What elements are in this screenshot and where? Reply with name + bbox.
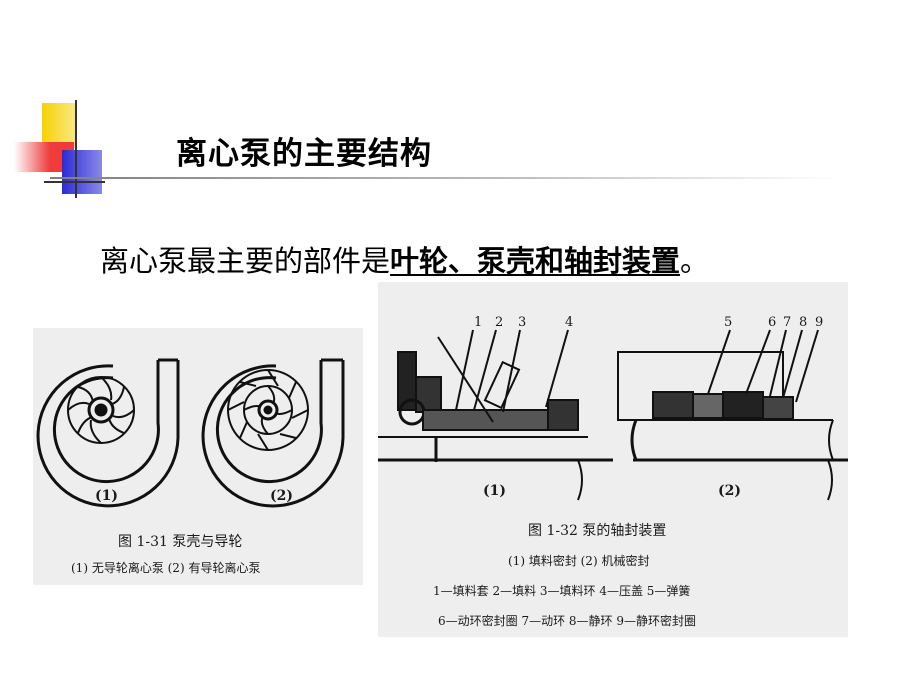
subtitle-emphasis: 叶轮、泵壳和轴封装置 (390, 244, 681, 278)
sub-label-1: (1) (95, 488, 118, 504)
part-number-9: 9 (815, 315, 823, 330)
mechanical-seal-drawing (617, 329, 848, 501)
figure-1-32-caption: 图 1-32 泵的轴封装置 (528, 523, 666, 539)
figure-1-32-legend-1: (1) 填料密封 (2) 机械密封 (508, 553, 649, 568)
figure-1-32-legend-3: 6—动环密封圈 7—动环 8—静环 9—静环密封圈 (438, 613, 696, 628)
figure-shaft-seal: 1 2 3 4 5 6 7 8 9 (378, 282, 848, 637)
part-number-4: 4 (565, 315, 573, 330)
part-number-5: 5 (724, 315, 732, 330)
sub-label-2: (2) (270, 488, 293, 504)
slide-subtitle: 离心泵最主要的部件是叶轮、泵壳和轴封装置。 (100, 238, 709, 280)
corner-decoration (14, 100, 105, 198)
part-number-1: 1 (474, 315, 482, 330)
slide-title: 离心泵的主要结构 (176, 136, 432, 172)
volute-without-guide-vane (36, 358, 180, 508)
volute-with-guide-vane (201, 358, 345, 508)
subtitle-end: 。 (680, 244, 710, 278)
title-rule (50, 177, 840, 179)
part-number-labels: 1 2 3 4 5 6 7 8 9 (474, 315, 823, 330)
subtitle-text: 离心泵最主要的部件是 (100, 244, 391, 278)
seal-sub-label-1: (1) (483, 483, 506, 499)
part-number-2: 2 (495, 315, 503, 330)
figure-1-31-legend: (1) 无导轮离心泵 (2) 有导轮离心泵 (71, 560, 260, 575)
part-number-8: 8 (799, 315, 807, 330)
part-number-3: 3 (518, 315, 526, 330)
seal-sub-label-2: (2) (718, 483, 741, 499)
figure-pump-casing: (1) (2) 图 1-31 泵壳与导轮 (1) 无导轮离心泵 (2) 有导轮离… (33, 328, 363, 585)
part-number-6: 6 (768, 315, 776, 330)
shaft-seal-drawing: 1 2 3 4 5 6 7 8 9 (378, 315, 848, 628)
part-number-7: 7 (783, 315, 791, 330)
figure-1-31-caption: 图 1-31 泵壳与导轮 (118, 533, 242, 550)
pump-casing-drawing: (1) (2) 图 1-31 泵壳与导轮 (1) 无导轮离心泵 (2) 有导轮离… (36, 358, 345, 575)
figure-1-32-legend-2: 1—填料套 2—填料 3—填料环 4—压盖 5—弹簧 (433, 583, 690, 598)
packing-seal-drawing (378, 329, 613, 501)
